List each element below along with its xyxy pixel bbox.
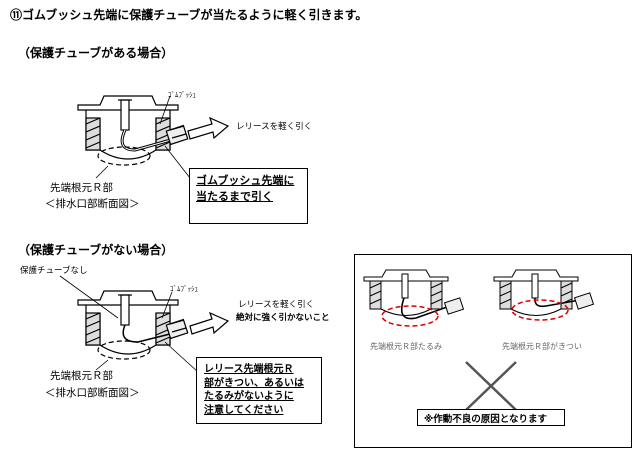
drain-section-label: ＜排水口部断面図＞ [45, 198, 140, 210]
no-tube-label: 保護チューブなし [20, 266, 88, 276]
callout-line: たるみがないように [204, 391, 294, 402]
callout-line: レリース先端根元Ｒ [204, 364, 294, 375]
rubber-bush-label: ｺﾞﾑﾌﾞｯｼｭ [168, 91, 196, 99]
callout-box-with-tube: ゴムブッシュ先端に 当たるまで引く [189, 168, 308, 224]
tip-root-label: 先端根元Ｒ部 [50, 370, 113, 382]
malfunction-notice: ※作動不良の原因となります [424, 414, 547, 425]
callout-line: 部がきつい、あるいは [204, 377, 304, 389]
callout-line: 当たるまで引く [196, 190, 273, 203]
callout-line: ゴムブッシュ先端に [196, 174, 295, 187]
drain-section-label: ＜排水口部断面図＞ [45, 387, 140, 399]
warning-label: 絶対に強く引かないこと [236, 313, 330, 323]
caption-tight: 先端根元Ｒ部がきつい [502, 342, 582, 351]
callout-box-without-tube: レリース先端根元Ｒ 部がきつい、あるいは たるみがないように 注意してください [196, 357, 322, 424]
heading-without-tube: （保護チューブがない場合） [18, 243, 174, 257]
rubber-bush-label: ｺﾞﾑﾌﾞｯｼｭ [170, 285, 198, 293]
pull-release-label: レリースを軽く引く [236, 122, 313, 132]
pull-release-label: レリースを軽く引く [238, 300, 315, 310]
heading-with-tube: （保護チューブがある場合） [18, 46, 174, 60]
step-title: ⑪ゴムブッシュ先端に保護チューブが当たるように軽く引きます。 [10, 8, 368, 22]
malfunction-notice-box: ※作動不良の原因となります [417, 409, 565, 426]
callout-line: 注意してください [204, 404, 284, 416]
tip-root-label: 先端根元Ｒ部 [50, 182, 113, 194]
caption-slack: 先端根元Ｒ部たるみ [370, 342, 442, 351]
